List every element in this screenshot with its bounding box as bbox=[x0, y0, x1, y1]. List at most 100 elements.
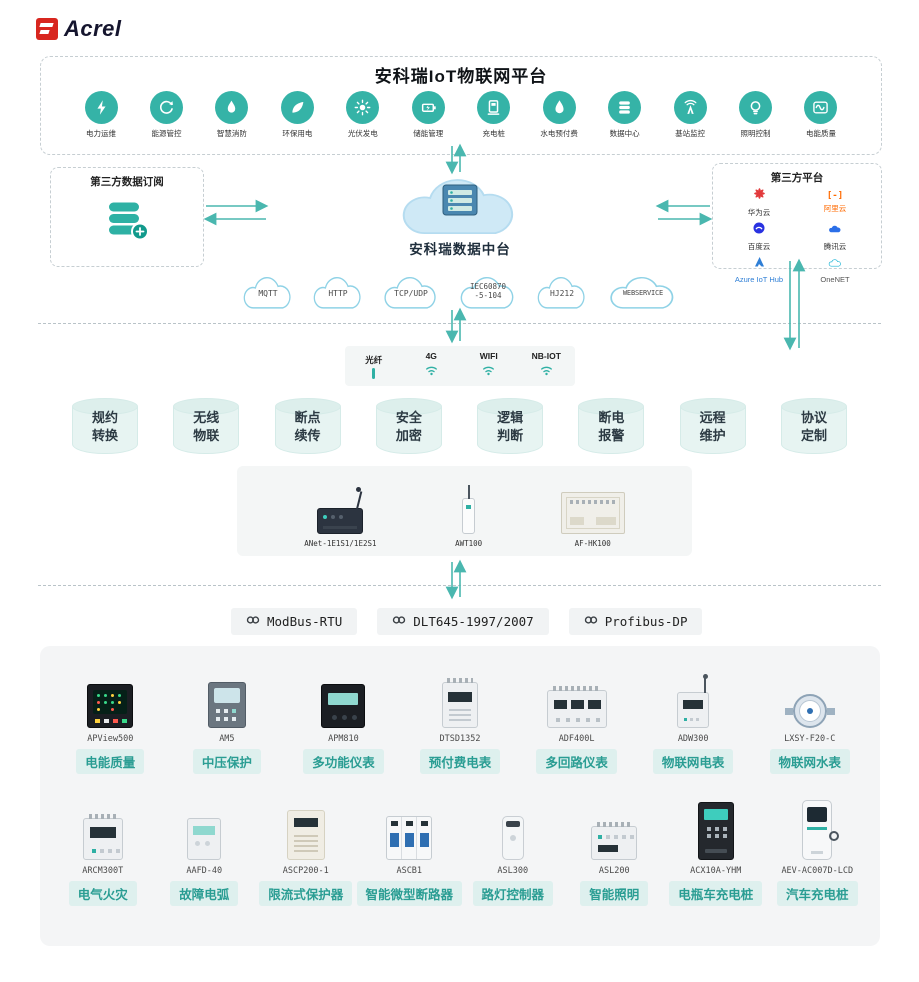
device-detail bbox=[569, 517, 584, 525]
device-detail bbox=[195, 841, 201, 846]
protocol-cloud-iec60870: IEC60870 -5-104 bbox=[452, 272, 524, 314]
app-item-energy-control: 能源管控 bbox=[136, 91, 196, 139]
device-model: DTSD1352 bbox=[439, 734, 481, 744]
gateway-box: ANet-1E1S1/1E2S1 AWT100 AF-HK100 bbox=[237, 466, 692, 556]
device-screen bbox=[89, 827, 116, 838]
platform-onenet: OneNET bbox=[797, 255, 873, 284]
device-row-2: ARCM300T 电气火灾 AAFD-40 故障电弧 bbox=[52, 798, 868, 906]
app-label: 环保用电 bbox=[282, 129, 313, 138]
platform-label: OneNET bbox=[820, 275, 850, 284]
protocol-label: IEC60870 -5-104 bbox=[469, 282, 507, 300]
link-icon bbox=[392, 614, 406, 629]
gateway-awt100: AWT100 bbox=[455, 484, 482, 548]
link-icon bbox=[246, 614, 260, 629]
device-apview500: APView500 电能质量 bbox=[52, 666, 169, 774]
device-adw300: ADW300 物联网电表 bbox=[635, 666, 752, 774]
device-detail bbox=[597, 822, 632, 827]
huawei-cloud-icon bbox=[753, 187, 766, 205]
gateway-image bbox=[317, 484, 364, 534]
device-body bbox=[677, 674, 710, 728]
feature-label: 远程 维护 bbox=[699, 410, 726, 443]
feature-label: 断电 报警 bbox=[598, 410, 625, 443]
wifi-icon bbox=[424, 363, 439, 381]
energy-storage-icon bbox=[411, 91, 445, 124]
cloud-outline-icon bbox=[610, 276, 674, 309]
app-label: 照明控制 bbox=[740, 129, 771, 138]
device-detail bbox=[811, 851, 824, 854]
protocol-label: TCP/UDP bbox=[394, 289, 428, 298]
device-detail bbox=[97, 694, 101, 697]
device-detail bbox=[598, 835, 603, 839]
device-body bbox=[386, 816, 433, 860]
device-detail bbox=[401, 817, 403, 859]
app-label: 能源管控 bbox=[151, 129, 182, 138]
device-image bbox=[501, 798, 524, 860]
fieldbus-modbus-rtu: ModBus-RTU bbox=[231, 608, 358, 635]
device-body bbox=[591, 822, 638, 860]
database-plus-icon bbox=[104, 197, 150, 248]
eco-power-icon bbox=[280, 91, 314, 124]
keypad bbox=[706, 827, 711, 831]
device-category-chip: 智能微型断路器 bbox=[356, 881, 463, 906]
device-image bbox=[591, 798, 638, 860]
platform-label: Azure IoT Hub bbox=[734, 275, 784, 284]
app-label: 水电预付费 bbox=[540, 129, 578, 138]
protocol-cloud-row: MQTT HTTP TCP/UDP IEC60870 -5-104 HJ212 … bbox=[236, 272, 686, 314]
wifi-icon bbox=[481, 363, 496, 381]
awt100-device-image bbox=[462, 485, 476, 534]
app-item-water-prepay: 水电预付费 bbox=[529, 91, 589, 139]
alibaba-cloud-icon: [-] bbox=[826, 190, 844, 201]
device-image bbox=[82, 798, 123, 860]
device-category-chip: 物联网水表 bbox=[769, 749, 851, 774]
data-center-icon bbox=[608, 91, 642, 124]
pipe-stub bbox=[826, 708, 835, 715]
breaker-toggle bbox=[390, 833, 400, 847]
device-body bbox=[546, 686, 607, 728]
device-model: AM5 bbox=[219, 734, 235, 744]
feature-cylinder-row: 规约 转换 无线 物联 断点 续传 安全 加密 逻辑 判断 断电 报警 远程 维… bbox=[72, 398, 847, 454]
platform-logo-grid: 华为云 [-] 阿里云 百度云 腾讯云 Azure IoT Hub OneNET bbox=[721, 187, 873, 284]
cloud-outline-icon bbox=[243, 276, 291, 309]
platform-title: 安科瑞IoT物联网平台 bbox=[374, 67, 548, 86]
afhk100-device-image bbox=[560, 492, 625, 534]
device-detail bbox=[447, 678, 474, 683]
data-platform-title: 安科瑞数据中台 bbox=[409, 242, 511, 257]
protocol-label: HTTP bbox=[328, 289, 348, 298]
device-body bbox=[82, 814, 123, 860]
feature-label: 无线 物联 bbox=[193, 410, 220, 443]
device-detail bbox=[91, 849, 96, 853]
base-station-icon bbox=[673, 91, 707, 124]
device-detail bbox=[215, 709, 220, 713]
link-label: NB-IOT bbox=[531, 351, 561, 361]
feature-breakpoint-resume: 断点 续传 bbox=[274, 398, 341, 454]
divider-lower bbox=[38, 585, 881, 586]
brand-logo: Acrel bbox=[36, 16, 122, 42]
device-screen bbox=[553, 700, 567, 709]
device-body bbox=[286, 810, 325, 860]
device-screen bbox=[807, 807, 828, 822]
device-category-chip: 电瓶车充电桩 bbox=[669, 881, 763, 906]
app-item-power-ops: 电力运维 bbox=[71, 91, 131, 139]
device-detail bbox=[88, 814, 117, 819]
device-category-chip: 故障电弧 bbox=[170, 881, 239, 906]
protocol-cloud-http: HTTP bbox=[306, 272, 370, 314]
app-item-eco-power: 环保用电 bbox=[267, 91, 327, 139]
app-item-base-station: 基站监控 bbox=[660, 91, 720, 139]
device-body bbox=[187, 818, 222, 860]
device-lxsy-water-meter: LXSY-F20-C 物联网水表 bbox=[751, 666, 868, 774]
platform-baidu-cloud: 百度云 bbox=[721, 221, 797, 252]
gateway-model: AF-HK100 bbox=[574, 539, 611, 548]
azure-icon bbox=[753, 255, 765, 273]
device-detail bbox=[449, 709, 472, 711]
app-label: 基站监控 bbox=[675, 129, 706, 138]
charging-pile-icon bbox=[477, 91, 511, 124]
platform-label: 百度云 bbox=[747, 242, 771, 251]
antenna-tip bbox=[703, 674, 709, 679]
platform-tencent-cloud: 腾讯云 bbox=[797, 221, 873, 252]
device-body bbox=[442, 678, 479, 728]
platform-azure-iot-hub: Azure IoT Hub bbox=[721, 255, 797, 284]
device-image bbox=[187, 798, 222, 860]
app-item-power-quality: 电能质量 bbox=[791, 91, 851, 139]
feature-outage-alarm: 断电 报警 bbox=[578, 398, 645, 454]
device-detail bbox=[95, 719, 101, 723]
